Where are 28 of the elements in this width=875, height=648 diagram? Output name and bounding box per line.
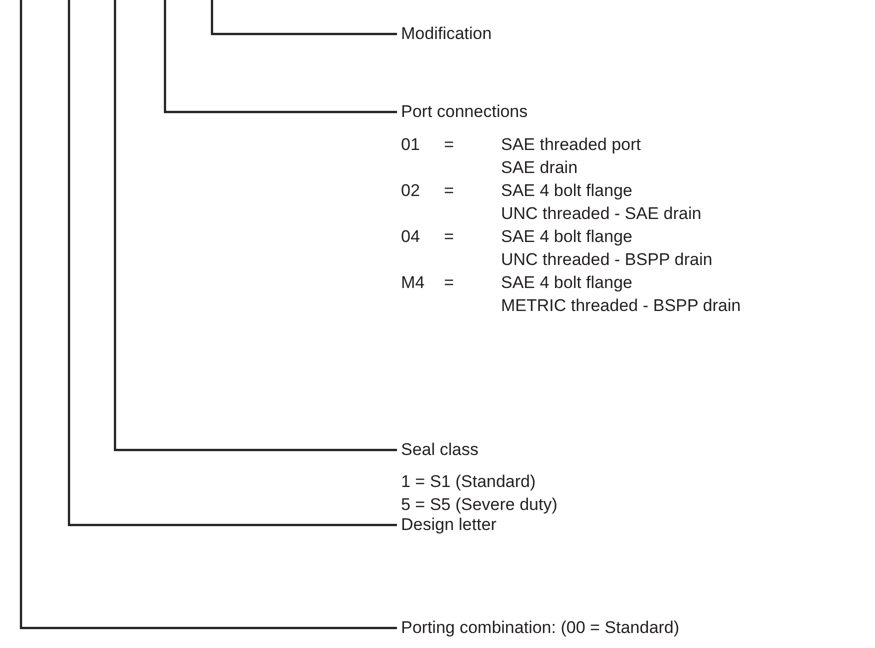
leader-label: Seal class: [401, 440, 478, 460]
code-value: 02: [401, 181, 420, 201]
leader-line: [68, 0, 397, 526]
leader-label: Design letter: [401, 515, 496, 535]
leader-line: [210, 0, 397, 36]
code-value: 04: [401, 227, 420, 247]
option-text: 5 = S5 (Severe duty): [401, 495, 558, 515]
code-description: SAE 4 bolt flange: [501, 181, 632, 201]
code-description: UNC threaded - SAE drain: [501, 204, 702, 224]
equals-sign: =: [444, 135, 454, 155]
equals-sign: =: [444, 227, 454, 247]
code-value: M4: [401, 273, 425, 293]
code-description: SAE threaded port: [501, 135, 641, 155]
leader-line: [20, 0, 397, 630]
code-description: SAE 4 bolt flange: [501, 227, 632, 247]
equals-sign: =: [444, 181, 454, 201]
code-description: SAE drain: [501, 158, 578, 178]
leader-label: Port connections: [401, 102, 528, 122]
equals-sign: =: [444, 273, 454, 293]
code-description: SAE 4 bolt flange: [501, 273, 632, 293]
code-value: 01: [401, 135, 420, 155]
code-description: METRIC threaded - BSPP drain: [501, 296, 741, 316]
leader-label: Modification: [401, 24, 492, 44]
leader-line: [164, 0, 397, 114]
option-text: 1 = S1 (Standard): [401, 472, 536, 492]
leader-label: Porting combination: (00 = Standard): [401, 618, 680, 638]
leader-line: [114, 0, 397, 452]
code-description: UNC threaded - BSPP drain: [501, 250, 712, 270]
